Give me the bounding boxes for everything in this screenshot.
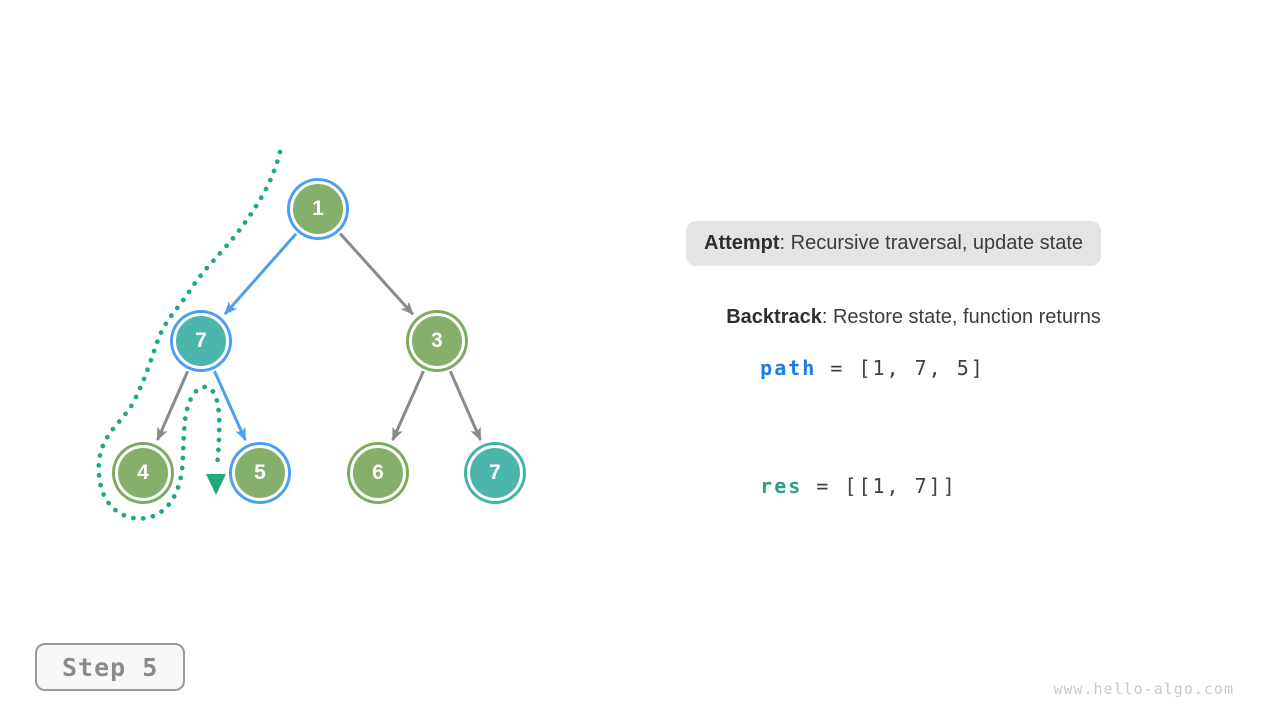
edge-3-to-6 [391,370,425,442]
res-value: = [[1, 7]] [802,474,957,498]
res-state-line: res = [[1, 7]] [704,450,957,522]
watermark: www.hello-algo.com [1053,680,1234,698]
node-value: 3 [431,329,443,352]
tree-node-3: 3 [409,313,465,369]
tree-node-7: 7 [173,313,229,369]
tree-node-1: 1 [290,181,346,237]
traversal-path-dotted [96,149,283,521]
tree-node-6: 6 [350,445,406,501]
edge-7-to-5 [213,370,247,442]
step-badge: Step 5 [35,643,186,691]
tree-node-7: 7 [467,445,523,501]
edge-7-to-4 [156,370,190,441]
node-value: 7 [489,461,501,484]
tree-node-4: 4 [115,445,171,501]
attempt-banner: Attempt: Recursive traversal, update sta… [686,221,1102,266]
node-value: 5 [254,461,266,484]
node-value: 7 [195,329,207,352]
edge-1-to-7 [223,232,298,316]
tree-node-5: 5 [232,445,288,501]
path-state-line: path = [1, 7, 5] [704,332,985,404]
path-variable: path [760,356,817,380]
tree-edges [156,232,482,442]
backtrack-line: Backtrack: Restore state, function retur… [704,283,1101,352]
backtrack-label: Backtrack [726,306,822,328]
attempt-text: : Recursive traversal, update state [779,232,1084,254]
res-variable: res [760,474,803,498]
node-value: 1 [312,197,324,220]
traversal-arrowhead-icon [206,474,226,495]
edge-1-to-3 [338,232,415,316]
attempt-label: Attempt [704,232,780,254]
step-badge-label: Step 5 [62,652,159,682]
edge-3-to-7 [448,370,482,441]
backtrack-text: : Restore state, function returns [821,306,1101,328]
node-value: 6 [372,461,384,484]
path-value: = [1, 7, 5] [816,356,985,380]
node-value: 4 [137,461,149,484]
